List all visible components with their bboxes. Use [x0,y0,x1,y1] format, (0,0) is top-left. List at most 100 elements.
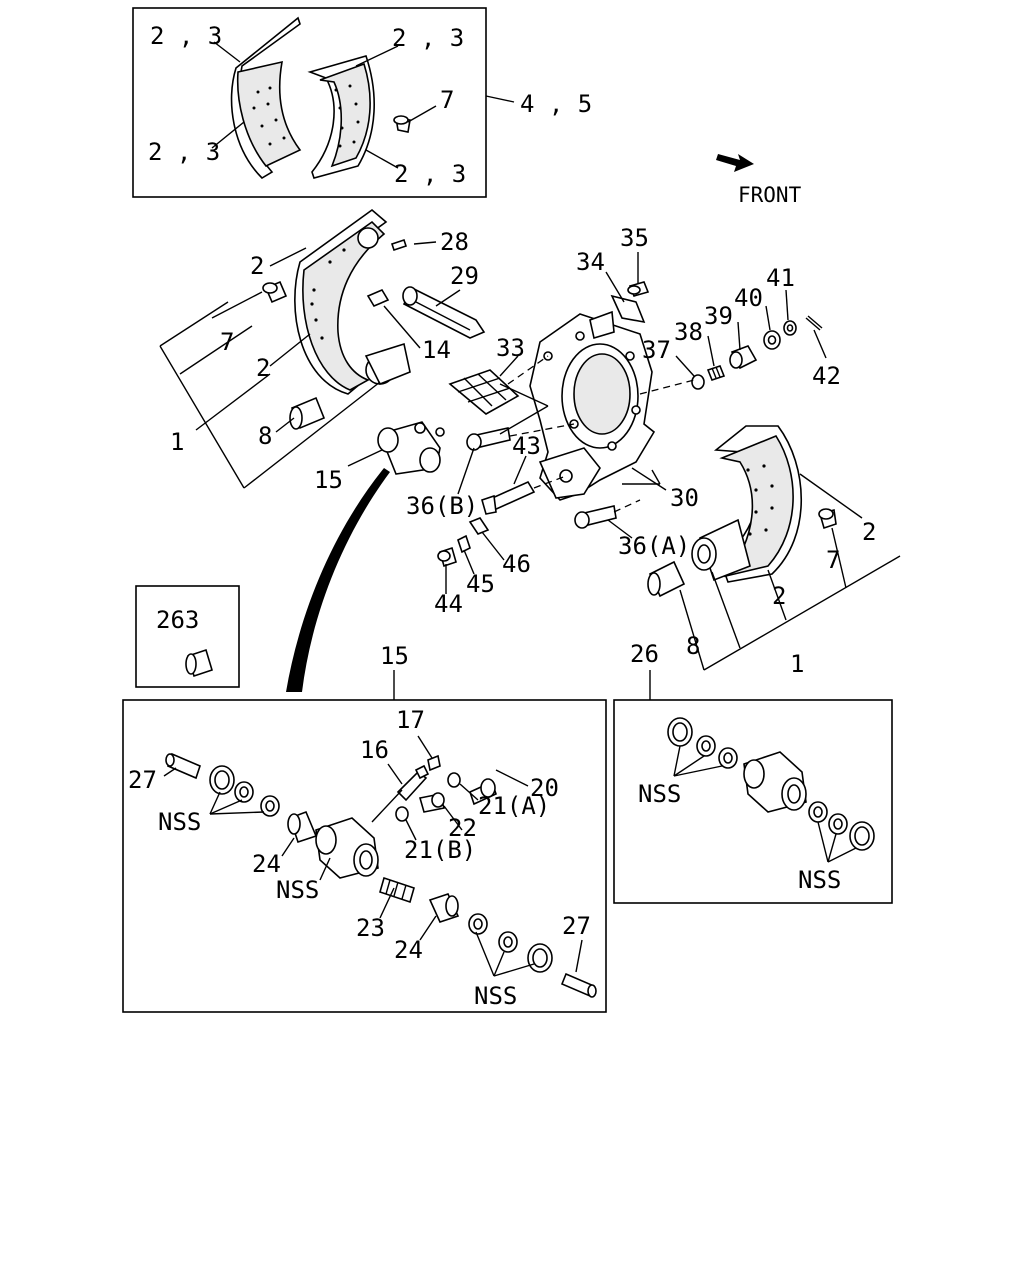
kit-cup-right [828,813,848,835]
label-right-shoe-2a: 2 [862,518,876,546]
label-washer-40: 40 [734,284,763,312]
washer-41 [783,320,797,336]
label-nss-left: NSS [158,808,201,836]
label-right-shoe-2b: 2 [772,582,786,610]
label-left-shoe-2b: 2 [256,354,270,382]
label-kit-rivet: 7 [440,86,454,114]
piston-24-right [428,893,460,923]
shim-33 [448,369,520,415]
kit-rivet-holes-right [334,84,360,148]
washer-45 [457,534,471,554]
wheel-cylinder-detail-box: 15 [122,642,607,1013]
ring-left [260,795,280,817]
detail-link-arrow [286,468,390,692]
sleeve-39 [729,345,758,370]
label-piston-24-left: 24 [252,850,281,878]
backing-plate-30 [529,310,656,501]
cylinder-kit-box: 26 [613,640,893,904]
label-fitting-22: 22 [448,814,477,842]
label-right-shoe-1: 1 [790,650,804,678]
label-nss-center: NSS [276,876,319,904]
label-sleeve-39: 39 [704,302,733,330]
label-washer-41: 41 [766,264,795,292]
kit-rivet [393,115,411,133]
label-push-rod-27-left: 27 [128,766,157,794]
washer-21a [447,772,461,788]
label-shim-33: 33 [496,334,525,362]
label-backing-plate-30: 30 [670,484,699,512]
right-shoe-rivet [818,508,837,530]
label-cotter-pin-42: 42 [812,362,841,390]
washer-40 [763,330,781,350]
pin-43 [481,480,536,515]
bushing-8-left [289,396,326,430]
left-shoe-rivet-holes [310,248,346,340]
label-kit-nss-left: NSS [638,780,681,808]
spring-23 [379,876,415,904]
spare-box-263: 263 [135,585,240,688]
ring-right [468,913,488,935]
bleeder-screw-16 [396,764,430,802]
push-rod-27-left [165,752,201,780]
right-brake-shoe [691,425,803,583]
cylinder-body [315,817,379,879]
label-spring-23: 23 [356,914,385,942]
label-bolt-44: 44 [434,590,463,618]
kit-rivet-holes-left [252,86,286,146]
cup-left [234,781,254,803]
bleeder-cap-17 [427,754,441,772]
label-spring-38: 38 [674,318,703,346]
front-arrow-icon: FRONT [716,154,802,207]
kit-cylinder-body [743,751,807,813]
washer-37 [691,374,705,390]
kit-ring-right [808,801,828,823]
boot-left [209,765,235,795]
cup-right [498,931,518,953]
label-kit-shoe-1: 2 , 3 [150,22,222,50]
anchor-pin-29 [402,286,486,339]
left-shoe-rivet [262,280,288,304]
right-shoe-bracket [679,473,901,671]
label-washer-37: 37 [642,336,671,364]
label-push-rod-27-right: 27 [562,912,591,940]
label-washer-45: 45 [466,570,495,598]
boot-right [527,943,553,973]
left-brake-shoe [294,208,411,395]
kit-boot-left [667,717,693,747]
bolt-35 [627,281,650,297]
label-left-shoe-1: 1 [170,428,184,456]
label-clip-46: 46 [502,550,531,578]
clip-46 [468,517,490,535]
label-pin-14: 14 [422,336,451,364]
bushing-8-right [647,560,686,598]
label-bolt-35: 35 [620,224,649,252]
cotter-pin-42 [805,315,823,331]
pin-14 [366,288,390,308]
label-kit-26: 26 [630,640,659,668]
right-shoe-rivet-holes [746,464,774,536]
label-bleeder-16: 16 [360,736,389,764]
pin-28 [390,238,408,252]
label-kit-ref: 4 , 5 [520,90,592,118]
label-spare-263: 263 [156,606,199,634]
label-kit-shoe-3: 2 , 3 [148,138,220,166]
label-bleeder-cap-17: 17 [396,706,425,734]
kit-boot-right [849,821,875,851]
label-kit-shoe-2: 2 , 3 [392,24,464,52]
label-clip-34: 34 [576,248,605,276]
label-bolt-36a: 36(A) [618,532,690,560]
label-pin-28: 28 [440,228,469,256]
piston-24-left [287,810,318,844]
label-washer-21b: 21(B) [404,836,476,864]
spring-38 [706,365,726,381]
fitting-22 [418,792,446,813]
washer-21b [395,806,409,822]
push-rod-27-right [560,972,597,998]
label-bolt-20: 20 [530,774,559,802]
label-kit-shoe-4: 2 , 3 [394,160,466,188]
wheel-cylinder-15 [377,421,445,475]
label-pin-43: 43 [512,432,541,460]
bolt-36a [574,505,617,529]
label-anchor-pin-29: 29 [450,262,479,290]
